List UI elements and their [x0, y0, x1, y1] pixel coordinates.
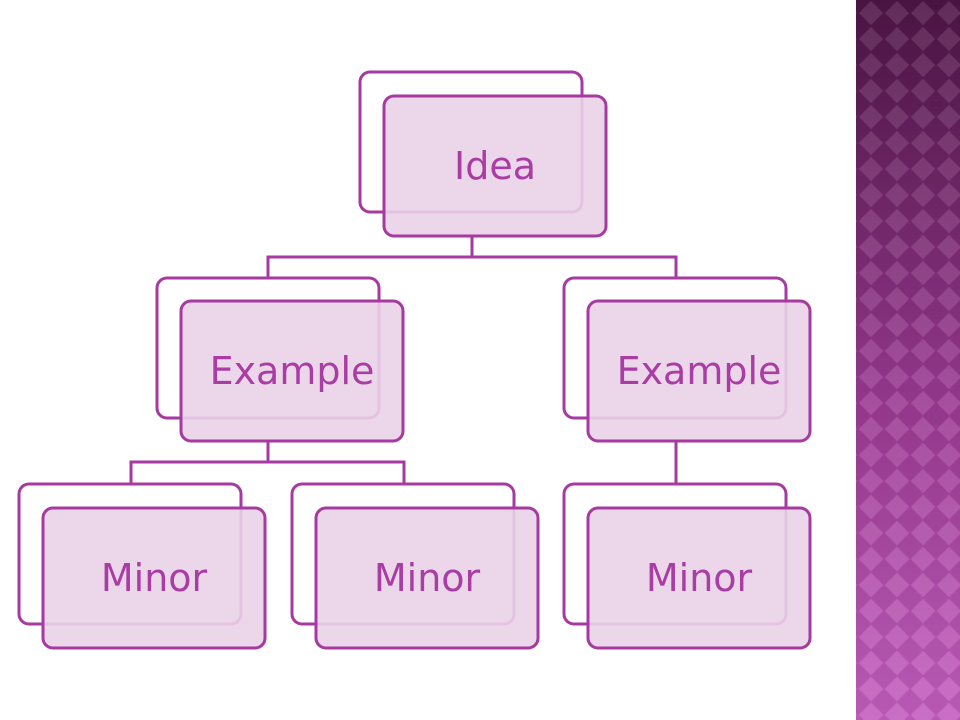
node-label-minor-left-1: Minor: [101, 556, 208, 600]
node-example-right[interactable]: Example: [562, 276, 812, 443]
node-minor-right-1[interactable]: Minor: [562, 482, 812, 650]
node-label-minor-right-1: Minor: [646, 556, 753, 600]
connector-lines: [129, 236, 678, 484]
node-label-example-right: Example: [617, 349, 782, 393]
node-label-root: Idea: [454, 144, 536, 188]
node-minor-left-1[interactable]: Minor: [17, 482, 267, 650]
node-front-card: [179, 299, 405, 443]
node-minor-left-2[interactable]: Minor: [290, 482, 540, 650]
node-front-card: [586, 506, 812, 650]
node-front-card: [586, 299, 812, 443]
node-front-card: [382, 94, 608, 238]
node-root[interactable]: Idea: [358, 70, 608, 238]
node-label-minor-left-2: Minor: [374, 556, 481, 600]
node-front-card: [314, 506, 540, 650]
connector-root-to-examples: [266, 236, 678, 280]
node-label-example-left: Example: [210, 349, 375, 393]
decorative-side-band: [856, 0, 960, 720]
node-front-card: [41, 506, 267, 650]
node-example-left[interactable]: Example: [155, 276, 405, 443]
connector-example-left-to-minors: [129, 440, 406, 484]
